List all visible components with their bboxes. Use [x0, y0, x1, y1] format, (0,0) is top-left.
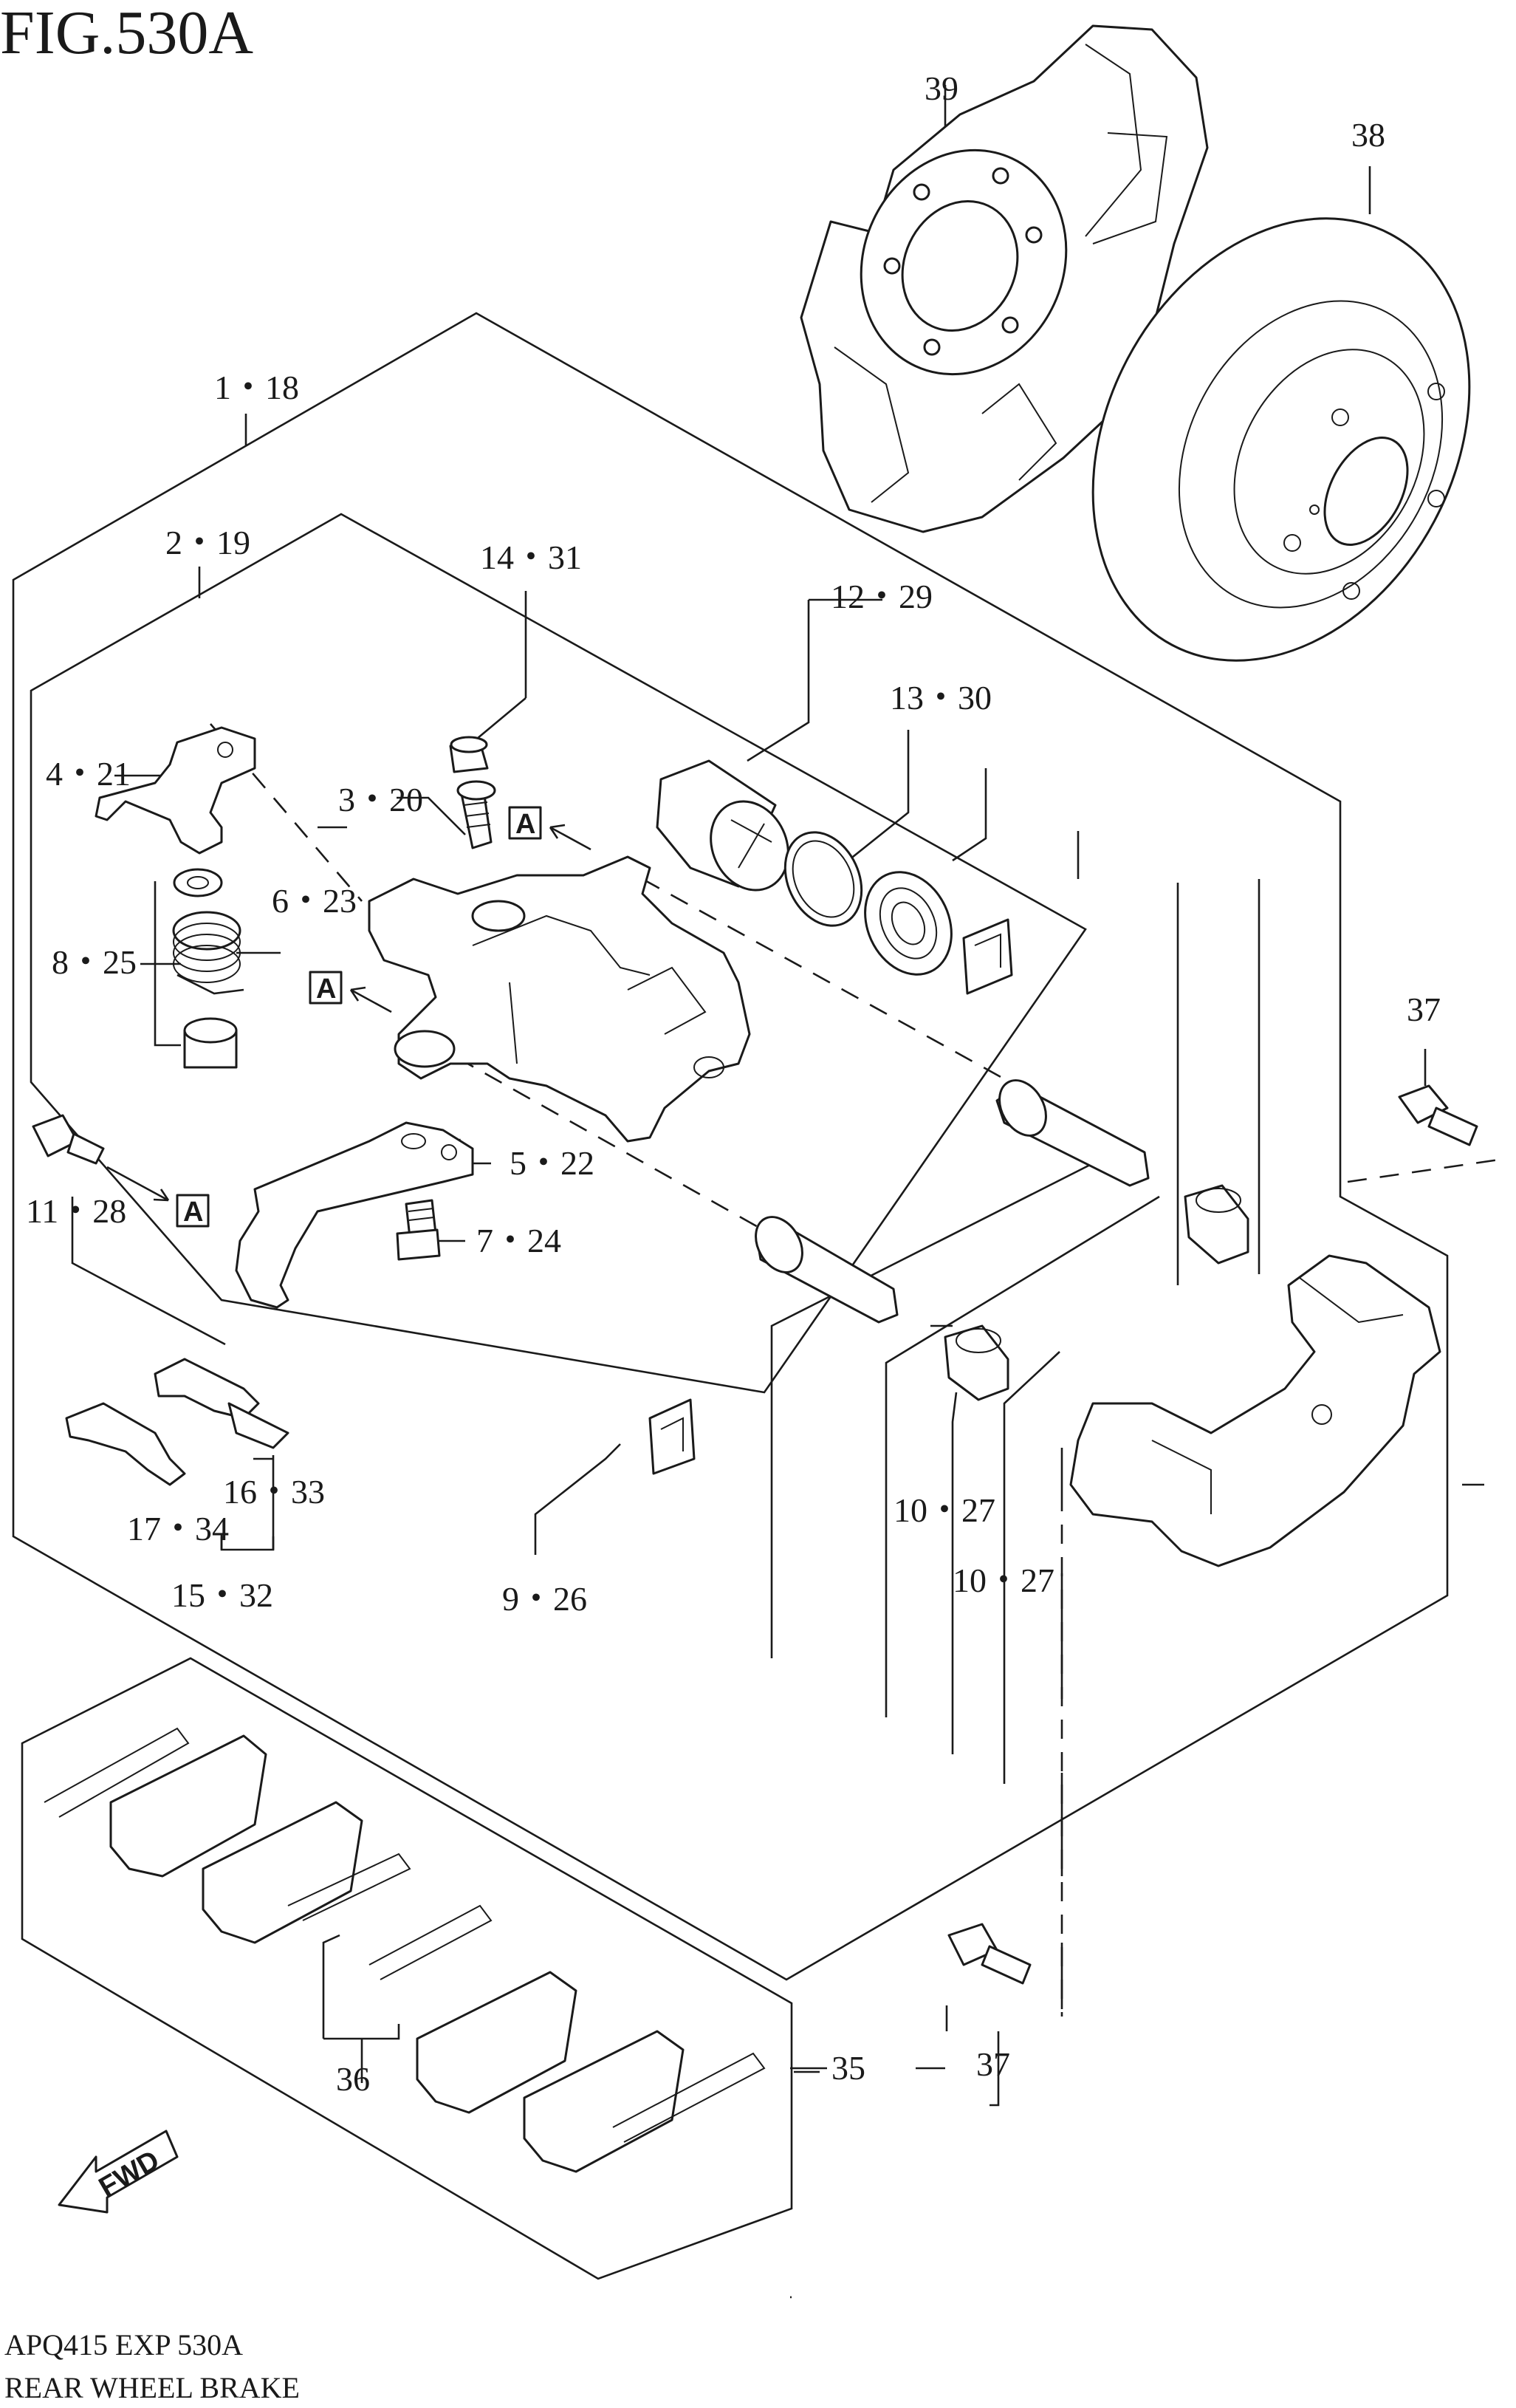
- pad-clip-lower-part: [65, 1402, 186, 1486]
- callout-8-25: 8・25: [52, 943, 137, 981]
- spring-washer-part: [173, 868, 223, 897]
- callout-2-19: 2・19: [165, 524, 250, 561]
- guide-pin-lower-part: [755, 1216, 899, 1324]
- leader-lines: [71, 85, 1484, 2299]
- callout-11-28: 11・28: [26, 1192, 126, 1230]
- pin-boot-lower-part: [944, 1324, 1009, 1401]
- caliper-body-part: [368, 855, 751, 1143]
- callout-36: 36: [336, 2060, 370, 2098]
- callout-10-27-b: 10・27: [953, 1562, 1054, 1599]
- callout-labels: 39 38 1・18 2・19 14・31 12・29 13・30 4・21 3…: [26, 69, 1441, 2098]
- group-outline-caliper-assembly: [12, 312, 1449, 1981]
- carrier-bolt-top-part: [1398, 1084, 1478, 1146]
- callout-15-32: 15・32: [171, 1576, 273, 1614]
- lever-bolt-part: [396, 1199, 441, 1261]
- svg-text:A: A: [183, 1197, 203, 1228]
- piston-part: [656, 759, 789, 892]
- callout-3-20: 3・20: [338, 781, 423, 818]
- figure-title: FIG.530A: [0, 0, 253, 67]
- svg-text:A: A: [316, 974, 336, 1005]
- callout-38: 38: [1351, 116, 1385, 154]
- callout-37-bottom: 37: [976, 2045, 1010, 2083]
- callout-4-21: 4・21: [46, 755, 131, 793]
- group-outline-caliper: [30, 513, 1087, 1394]
- callout-37-top: 37: [1407, 991, 1441, 1028]
- collar-part: [183, 1017, 238, 1069]
- callout-13-30: 13・30: [890, 679, 992, 716]
- guide-pin-upper-part: [995, 1079, 1150, 1187]
- callout-9-26: 9・26: [502, 1580, 587, 1618]
- forward-direction-icon: FWD: [58, 2130, 179, 2214]
- piston-boot-part: [864, 871, 953, 976]
- dust-shield-part: [800, 24, 1209, 533]
- torsion-spring-part: [172, 911, 281, 995]
- bleeder-cap-part: [449, 736, 489, 773]
- callout-12-29: 12・29: [831, 578, 933, 615]
- reference-marker-a-2: A: [309, 971, 392, 1013]
- callout-39: 39: [925, 69, 958, 107]
- reference-marker-a-3: A: [106, 1166, 210, 1228]
- callout-10-27-a: 10・27: [894, 1491, 995, 1529]
- callout-1-18: 1・18: [214, 369, 299, 406]
- brake-disc-part: [1091, 217, 1471, 662]
- callout-6-23: 6・23: [272, 882, 357, 920]
- pin-boot-upper-part: [1184, 1184, 1249, 1265]
- callout-5-22: 5・22: [510, 1144, 594, 1182]
- svg-text:A: A: [515, 809, 535, 840]
- carrier-bolt-bottom-part: [947, 1923, 1032, 1985]
- alignment-lines: [210, 723, 1500, 2017]
- reference-marker-a-1: A: [508, 806, 591, 851]
- brake-pad-set-part: [44, 1727, 766, 2173]
- lever-bracket-part: [95, 726, 256, 855]
- callout-17-34: 17・34: [127, 1510, 229, 1547]
- group-outline-pad-kit: [21, 1657, 793, 2280]
- callout-14-31: 14・31: [480, 538, 582, 576]
- callout-7-24: 7・24: [476, 1222, 561, 1259]
- callout-35: 35: [831, 2049, 865, 2087]
- parking-lever-part: [235, 1121, 474, 1309]
- grease-packet-lower-part: [648, 1398, 696, 1475]
- bleeder-screw-part: [456, 780, 496, 849]
- figure-name: REAR WHEEL BRAKE: [4, 2371, 300, 2404]
- grease-packet-part: [962, 918, 1013, 995]
- piston-seal-part: [783, 831, 863, 927]
- caliper-carrier-part: [1069, 1254, 1441, 1567]
- mount-bolt-part: [32, 1114, 105, 1165]
- pad-clip-upper-part: [154, 1358, 289, 1449]
- figure-code: APQ415 EXP 530A: [4, 2328, 243, 2361]
- callout-16-33: 16・33: [223, 1473, 325, 1511]
